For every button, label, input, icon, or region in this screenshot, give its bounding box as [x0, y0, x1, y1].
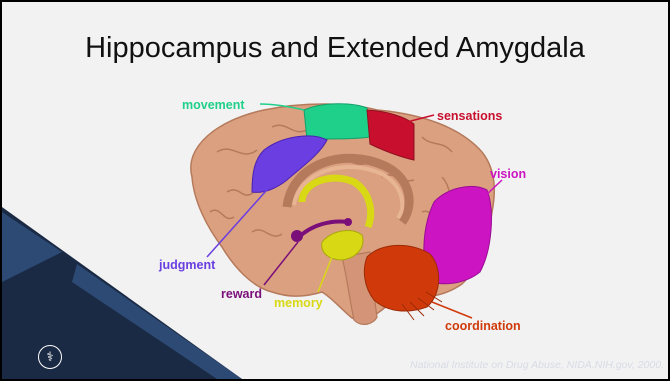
coordination-leader: [432, 302, 472, 318]
coordination-label: coordination: [445, 319, 521, 333]
reward-label: reward: [221, 287, 262, 301]
vision-label: vision: [490, 167, 526, 181]
reward-vta: [344, 218, 352, 226]
coordination-region: [364, 245, 438, 311]
reward-nucleus: [291, 230, 303, 242]
citation: National Institute on Drug Abuse, NIDA.N…: [410, 359, 664, 371]
memory-label: memory: [274, 296, 323, 310]
caduceus-icon: ⚕: [38, 345, 62, 369]
movement-region: [304, 104, 370, 140]
sensations-label: sensations: [437, 109, 502, 123]
judgment-label: judgment: [159, 258, 215, 272]
movement-label: movement: [182, 98, 245, 112]
